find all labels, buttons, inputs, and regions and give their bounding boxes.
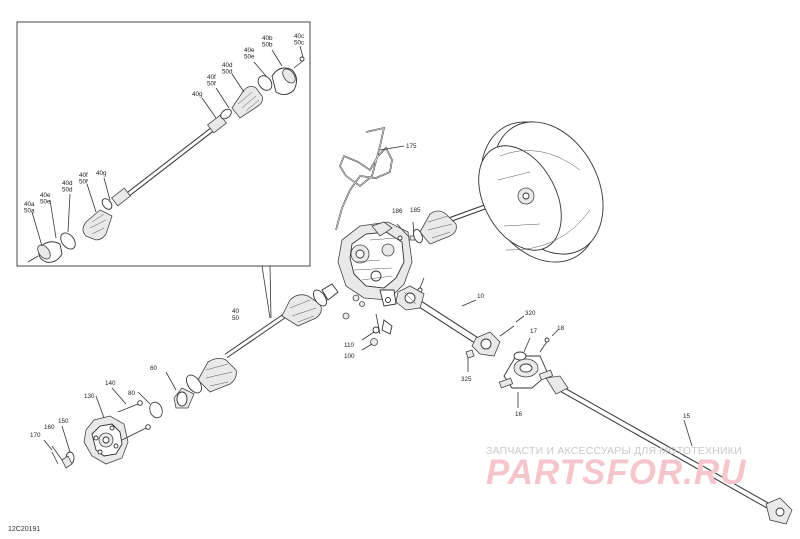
label-line: 40g — [192, 91, 203, 98]
propeller-shaft-front — [395, 285, 525, 372]
label-line: 50e — [40, 199, 51, 206]
inset-lower-cv-joint — [27, 198, 113, 263]
label-line: 40d — [222, 62, 233, 69]
inset-drive-shaft — [111, 114, 227, 207]
watermark-logo: PARTSFOR.RU — [486, 453, 747, 492]
label-line: 40e — [244, 47, 255, 54]
label-line: 40f — [207, 74, 216, 81]
label-40e-50e-bottom: 40e 50e — [40, 192, 52, 206]
callout-40-50: 40 50 — [232, 308, 241, 322]
wheel-hub-knuckle — [43, 387, 151, 469]
label-40d-50d-top: 40d 50d — [222, 62, 234, 76]
callout-60: 60 — [150, 365, 158, 372]
callout-80: 80 — [128, 390, 136, 397]
callout-16: 16 — [515, 411, 523, 418]
propeller-shaft-rear — [545, 375, 793, 525]
label-40d-50d-bottom: 40d 50d — [62, 180, 74, 194]
label-line: 40f — [79, 172, 88, 179]
callout-150: 150 — [58, 418, 69, 425]
carrier-bearing — [498, 329, 559, 408]
inset-leaders — [31, 45, 304, 247]
callout-170: 170 — [30, 432, 41, 439]
callout-325: 325 — [461, 376, 472, 383]
watermark-tagline: ЗАПЧАСТИ И АКСЕССУАРЫ ДЛЯ МОТОТЕХНИКИ — [486, 445, 742, 457]
label-line: 50b — [262, 42, 273, 49]
callout-140: 140 — [105, 380, 116, 387]
callout-130: 130 — [84, 393, 95, 400]
inset-upper-cv-joint — [220, 56, 305, 120]
label-line: 40b — [262, 35, 273, 42]
label-line: 50 — [232, 315, 240, 322]
label-40g-top: 40g — [192, 91, 203, 98]
callout-15: 15 — [683, 413, 691, 420]
label-40e-50e-top: 40e 50e — [244, 47, 256, 61]
callout-100: 100 — [344, 353, 355, 360]
label-line: 50d — [222, 69, 233, 76]
label-line: 40a — [24, 201, 35, 208]
label-line: 50c — [294, 40, 304, 47]
wheel-rim — [478, 121, 604, 263]
callout-110: 110 — [344, 342, 355, 349]
callout-10: 10 — [477, 293, 485, 300]
label-line: 50e — [244, 54, 255, 61]
label-40g-bottom: 40g — [96, 170, 107, 177]
diagram-code: 12C20191 — [8, 526, 41, 533]
callout-18: 18 — [557, 325, 565, 332]
callout-17: 17 — [530, 328, 538, 335]
callout-175: 175 — [406, 143, 417, 150]
label-line: 40d — [62, 180, 73, 187]
label-line: 50a — [24, 208, 35, 215]
label-40c-50c: 40c 50c — [294, 33, 306, 47]
label-line: 40e — [40, 192, 51, 199]
lower-half-shaft — [137, 283, 339, 419]
label-40a-50a: 40a 50a — [24, 201, 36, 215]
callout-185: 185 — [410, 207, 421, 214]
label-40f-50f-top: 40f 50f — [207, 74, 218, 88]
label-line: 40c — [294, 33, 304, 40]
inset-box — [16, 21, 311, 319]
label-40b-50b: 40b 50b — [262, 35, 274, 49]
gearbox-housing — [337, 221, 413, 307]
label-line: 40g — [96, 170, 107, 177]
securing-cable — [335, 126, 405, 231]
label-line: 50f — [207, 81, 216, 88]
label-line: 50f — [79, 179, 88, 186]
callout-320: 320 — [525, 310, 536, 317]
label-line: 40 — [232, 308, 240, 315]
label-40f-50f-bottom: 40f 50f — [79, 172, 90, 186]
callout-160: 160 — [44, 424, 55, 431]
callout-186: 186 — [392, 208, 403, 215]
label-line: 50d — [62, 187, 73, 194]
